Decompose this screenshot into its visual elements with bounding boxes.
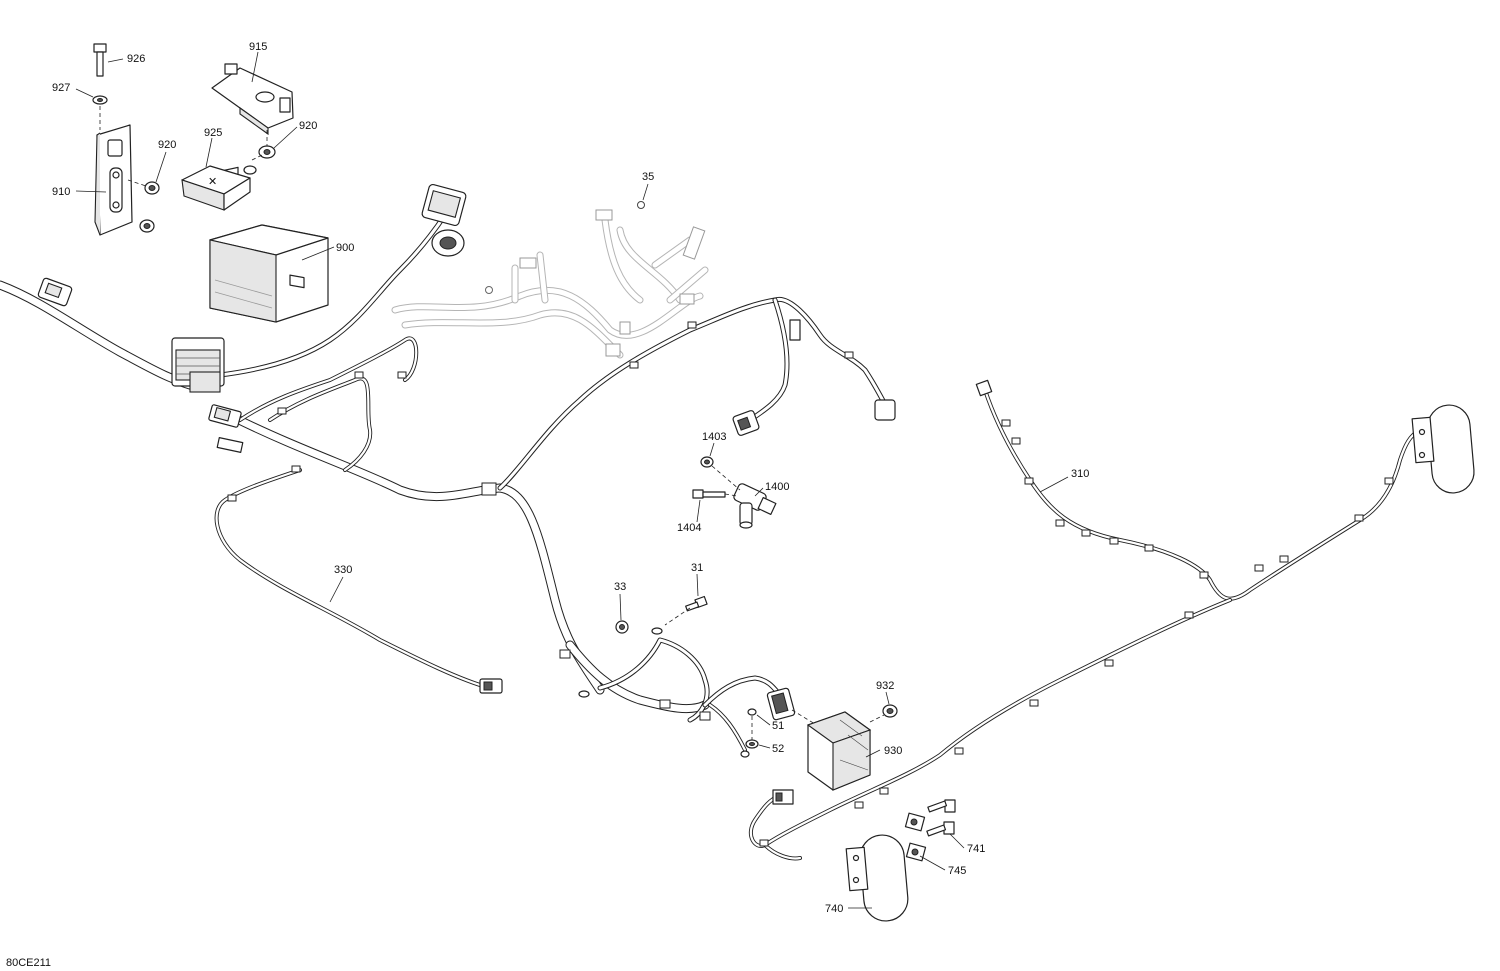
harness-310 [748,379,1422,861]
nut-33 [615,620,629,634]
light-740-upper [1411,404,1475,494]
module-930 [806,711,872,791]
callout-1404: 1404 [677,522,701,534]
connector-upper-harness [421,183,467,257]
harness-clips [227,321,1394,847]
washer-51 [747,708,757,716]
callout-932: 932 [876,680,894,692]
figure-reference-code: 80CE211 [6,957,51,969]
connector-right-sensor [732,319,896,436]
bolt-741 [926,799,956,837]
bolt-926 [93,43,107,77]
callout-741: 741 [967,843,985,855]
battery-900 [209,166,329,323]
callout-915: 915 [249,41,267,53]
nut-932 [882,704,898,718]
battery-holder-910 [94,124,133,236]
callout-35: 35 [642,171,654,183]
harness-330 [214,468,503,694]
sensor-1400 [733,483,777,529]
callout-330: 330 [334,564,352,576]
callout-925: 925 [204,127,222,139]
leader-lines [75,51,1069,909]
callout-745: 745 [948,865,966,877]
callout-51: 51 [772,720,784,732]
nut-920-right [258,145,276,159]
light-740-lower [845,834,909,922]
callout-33: 33 [614,581,626,593]
callout-1403: 1403 [702,431,726,443]
callout-740: 740 [825,903,843,915]
callout-52: 52 [772,743,784,755]
connector-left-mid [37,277,73,307]
callout-926: 926 [127,53,145,65]
callout-927: 927 [52,82,70,94]
callout-930: 930 [884,745,902,757]
frame-bracket-ghost [391,201,709,359]
washer-52 [745,739,759,749]
callout-910: 910 [52,186,70,198]
nut-1403 [700,456,714,468]
svg-text:✕: ✕ [208,176,217,188]
callout-920-left: 920 [158,139,176,151]
callout-31: 31 [691,562,703,574]
ground-terminals [578,627,750,758]
main-harness [0,280,891,752]
callout-1400: 1400 [765,481,789,493]
battery-bracket-915 [211,63,294,136]
nut-920-left [139,181,160,233]
connector-930 [766,687,796,721]
connector-330-start [208,404,244,453]
callout-labels: 926 927 915 920 920 925 910 900 35 1403 … [52,41,1089,915]
bolt-1404 [692,489,726,499]
cover-925: ✕ [181,165,257,211]
callout-900: 900 [336,242,354,254]
ecm-connector-block [171,337,225,393]
callout-310: 310 [1071,468,1089,480]
bracket-745 [904,812,927,862]
callout-920-right: 920 [299,120,317,132]
battery-cable [217,212,448,472]
